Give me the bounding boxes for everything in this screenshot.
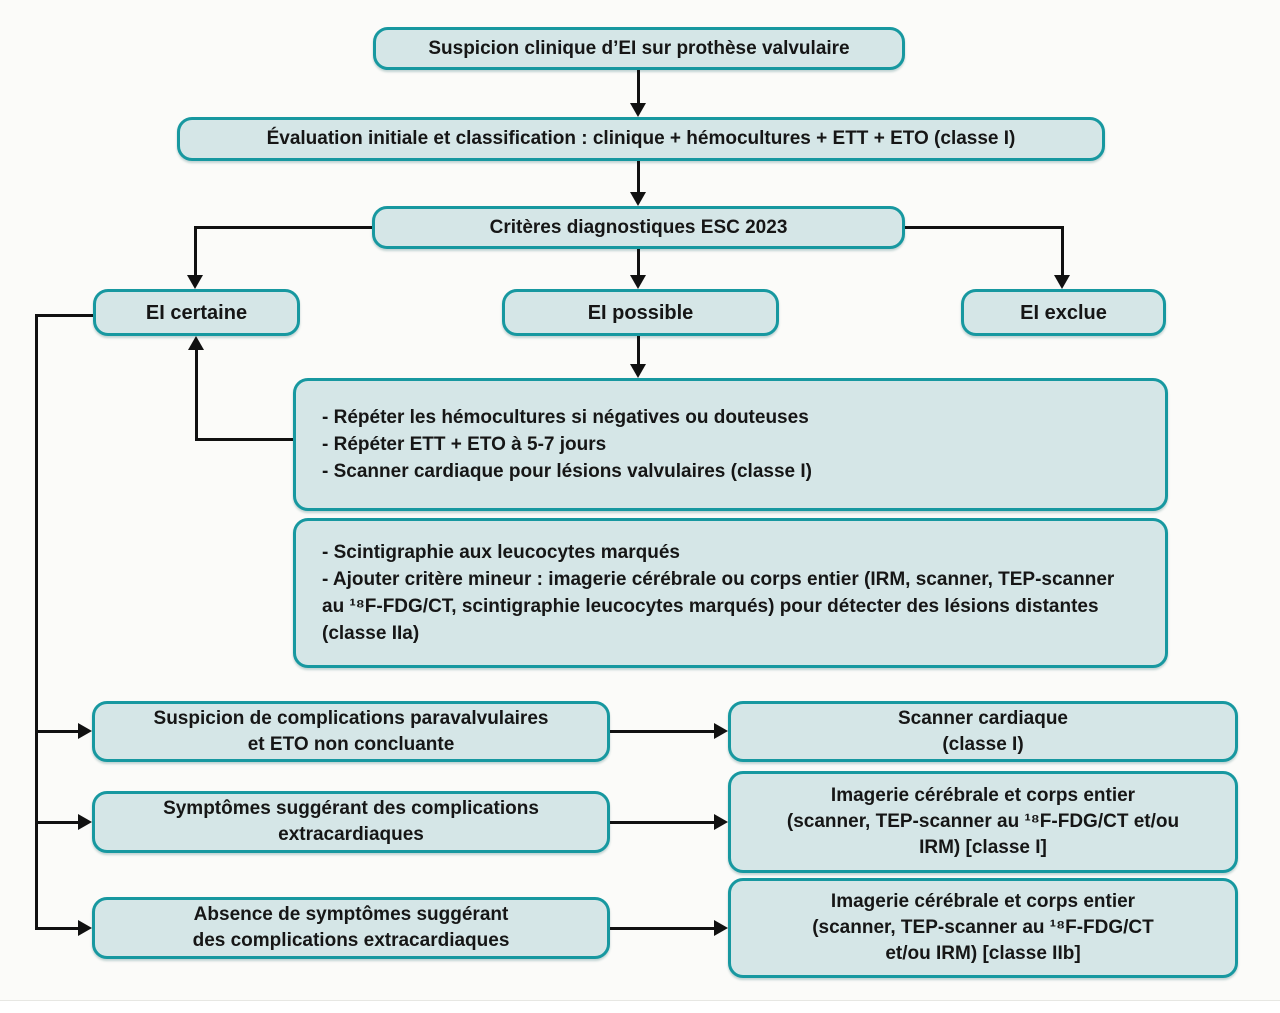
node-line: Imagerie cérébrale et corps entier <box>830 785 1136 806</box>
arrow-down-icon <box>187 275 203 289</box>
arrow-right-icon <box>714 723 728 739</box>
node-line: (scanner, TEP-scanner au ¹⁸F-FDG/CT et/o… <box>786 811 1180 832</box>
connector-paravalvulaire-scanner-line <box>610 730 714 733</box>
connector-criteres-exclue-hline <box>905 226 1064 229</box>
node-line: et ETO non concluante <box>247 733 455 755</box>
node-scintigraphie: - Scintigraphie aux leucocytes marqués -… <box>293 518 1168 668</box>
node-line: Scanner cardiaque <box>897 707 1069 729</box>
node-ei-possible: EI possible <box>502 289 779 336</box>
node-absence-symptomes: Absence de symptômes suggérant des compl… <box>92 897 610 959</box>
connector-suspicion-evaluation-line <box>637 70 640 104</box>
node-line: extracardiaques <box>278 824 424 845</box>
node-line: IRM) [classe I] <box>919 837 1047 858</box>
arrow-right-icon <box>714 920 728 936</box>
connector-certaine-rail-hline <box>35 314 93 317</box>
node-label: EI certaine <box>145 301 248 324</box>
node-label: Suspicion clinique d’EI sur prothèse val… <box>428 37 850 59</box>
arrow-right-icon <box>78 814 92 830</box>
node-line: - Ajouter critère mineur : imagerie céré… <box>322 569 1115 644</box>
node-line: Suspicion de complications paravalvulair… <box>153 707 549 729</box>
arrow-down-icon <box>1054 275 1070 289</box>
node-ei-certaine: EI certaine <box>93 289 300 336</box>
node-repeter-examens: - Répéter les hémocultures si négatives … <box>293 378 1168 511</box>
connector-rail-symptomes-line <box>35 821 80 824</box>
arrow-right-icon <box>78 920 92 936</box>
node-label: Critères diagnostiques ESC 2023 <box>489 216 788 238</box>
node-label: EI possible <box>587 301 694 324</box>
arrow-up-icon <box>188 336 204 350</box>
node-label: Évaluation initiale et classification : … <box>266 128 1016 149</box>
node-line: - Scintigraphie aux leucocytes marqués <box>322 542 680 563</box>
node-suspicion-clinique: Suspicion clinique d’EI sur prothèse val… <box>373 27 905 70</box>
connector-rail-absence-line <box>35 927 80 930</box>
node-line: Absence de symptômes suggérant <box>193 904 509 925</box>
node-line: (classe I) <box>942 733 1024 755</box>
arrow-down-icon <box>630 103 646 117</box>
node-line: (scanner, TEP-scanner au ¹⁸F-FDG/CT <box>812 917 1154 938</box>
arrow-down-icon <box>630 364 646 378</box>
node-label: EI exclue <box>1020 301 1107 324</box>
connector-criteres-exclue-vline <box>1061 226 1064 275</box>
connector-symptomes-imagerie-line <box>610 821 714 824</box>
node-line: - Scanner cardiaque pour lésions valvula… <box>322 461 812 482</box>
node-criteres-esc-2023: Critères diagnostiques ESC 2023 <box>372 206 905 249</box>
connector-repeter-certaine-hline <box>195 438 293 441</box>
node-line: et/ou IRM) [classe IIb] <box>885 943 1081 964</box>
connector-possible-repeter-line <box>637 336 640 364</box>
node-line: Imagerie cérébrale et corps entier <box>830 891 1136 912</box>
connector-criteres-certaine-hline <box>194 226 372 229</box>
node-line: Symptômes suggérant des complications <box>163 798 539 819</box>
node-line: des complications extracardiaques <box>192 930 510 951</box>
node-suspicion-paravalvulaire: Suspicion de complications paravalvulair… <box>92 701 610 762</box>
connector-left-rail-vline <box>35 314 38 930</box>
connector-criteres-possible-line <box>637 249 640 275</box>
arrow-down-icon <box>630 192 646 206</box>
node-imagerie-classe-2b: Imagerie cérébrale et corps entier (scan… <box>728 878 1238 978</box>
node-scanner-cardiaque: Scanner cardiaque (classe I) <box>728 701 1238 762</box>
node-symptomes-extracardiaques: Symptômes suggérant des complications ex… <box>92 791 610 853</box>
connector-rail-paravalvulaire-line <box>35 730 80 733</box>
node-evaluation-initiale: Évaluation initiale et classification : … <box>177 117 1105 161</box>
node-imagerie-classe-1: Imagerie cérébrale et corps entier (scan… <box>728 771 1238 873</box>
node-line: - Répéter ETT + ETO à 5-7 jours <box>322 434 607 455</box>
node-line: - Répéter les hémocultures si négatives … <box>322 407 809 428</box>
connector-repeter-certaine-vline <box>195 350 198 441</box>
arrow-right-icon <box>714 814 728 830</box>
arrow-down-icon <box>630 275 646 289</box>
connector-evaluation-criteres-line <box>637 161 640 193</box>
arrow-right-icon <box>78 723 92 739</box>
connector-absence-imagerie-line <box>610 927 714 930</box>
connector-criteres-certaine-vline <box>194 226 197 275</box>
page-footer-divider <box>0 1000 1280 1013</box>
node-ei-exclue: EI exclue <box>961 289 1166 336</box>
